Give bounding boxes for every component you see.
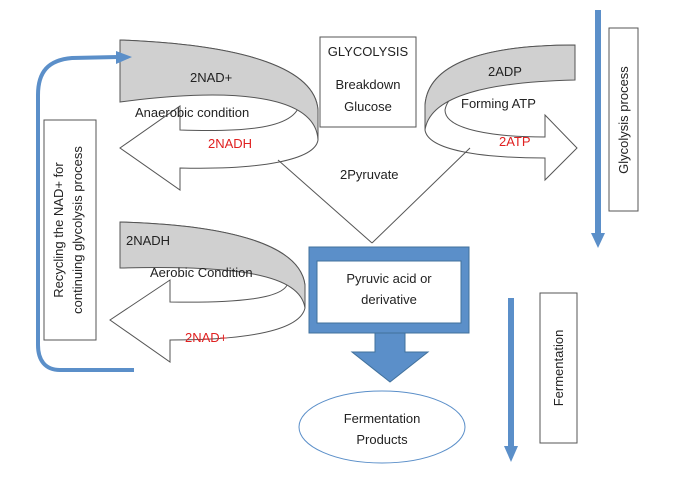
atp-condition-label: Forming ATP [461, 96, 536, 111]
glycolysis-box: GLYCOLYSIS Breakdown Glucose [319, 36, 417, 128]
anaerobic-arrow-top-face [119, 39, 319, 141]
aerobic-arrow-top-face [119, 221, 306, 309]
fermentation-arrow [504, 298, 518, 462]
fermentation-products-ellipse [298, 390, 466, 464]
atp-arrow-top-face [424, 44, 576, 131]
glycolysis-process-arrow [591, 10, 605, 248]
atp-curved-arrow: 2ADP Forming ATP 2ATP [424, 44, 578, 182]
glycolysis-process-frame [608, 27, 639, 212]
recycling-curve [36, 55, 134, 372]
aerobic-bottom-label: 2NAD+ [185, 330, 227, 345]
anaerobic-curved-arrow: 2NAD+ Anaerobic condition 2NADH [119, 39, 319, 191]
pyruvate-line-left [277, 159, 373, 244]
fermentation-products: Fermentation Products [298, 390, 466, 464]
fermentation-arrow-shaft [508, 298, 514, 448]
recycling-line1: Recycling the NAD+ for [51, 162, 66, 298]
pyruvate-line-right [371, 147, 471, 244]
recycling-frame [43, 119, 97, 341]
aerobic-condition-label: Aerobic Condition [150, 265, 253, 280]
glycolysis-process-head [591, 233, 605, 248]
glycolysis-line1: Breakdown [335, 77, 400, 92]
glycolysis-line2: Glucose [344, 99, 392, 114]
recycling-line2: continuing glycolysis process [70, 146, 85, 314]
aerobic-curved-arrow: 2NADH Aerobic Condition 2NAD+ [109, 221, 306, 363]
glycolysis-title: GLYCOLYSIS [328, 44, 409, 59]
glycolysis-process-shaft [595, 10, 601, 235]
pyruvic-line2: derivative [361, 292, 417, 307]
pyruvic-line1: Pyruvic acid or [346, 271, 432, 286]
glycolysis-process-box: Glycolysis process [608, 27, 639, 212]
pyruvic-down-arrow [350, 332, 430, 383]
fermentation-products-line1: Fermentation [344, 411, 421, 426]
fermentation-products-line2: Products [356, 432, 408, 447]
anaerobic-top-label: 2NAD+ [190, 70, 232, 85]
atp-bottom-label: 2ATP [499, 134, 531, 149]
pyruvic-box: Pyruvic acid or derivative [308, 246, 470, 334]
fermentation-arrow-head [504, 446, 518, 462]
fermentation-box: Fermentation [539, 292, 578, 444]
glycolysis-process-label: Glycolysis process [616, 66, 631, 174]
anaerobic-condition-label: Anaerobic condition [135, 105, 249, 120]
recycling-arrow-head [116, 51, 132, 64]
fermentation-label: Fermentation [551, 330, 566, 407]
pyruvic-box-inner [316, 260, 462, 324]
pyruvate-label: 2Pyruvate [340, 167, 399, 182]
anaerobic-bottom-label: 2NADH [208, 136, 252, 151]
atp-top-label: 2ADP [488, 64, 522, 79]
glycolysis-box-frame [319, 36, 417, 128]
fermentation-frame [539, 292, 578, 444]
aerobic-top-label: 2NADH [126, 233, 170, 248]
recycling-box: Recycling the NAD+ for continuing glycol… [43, 119, 97, 341]
